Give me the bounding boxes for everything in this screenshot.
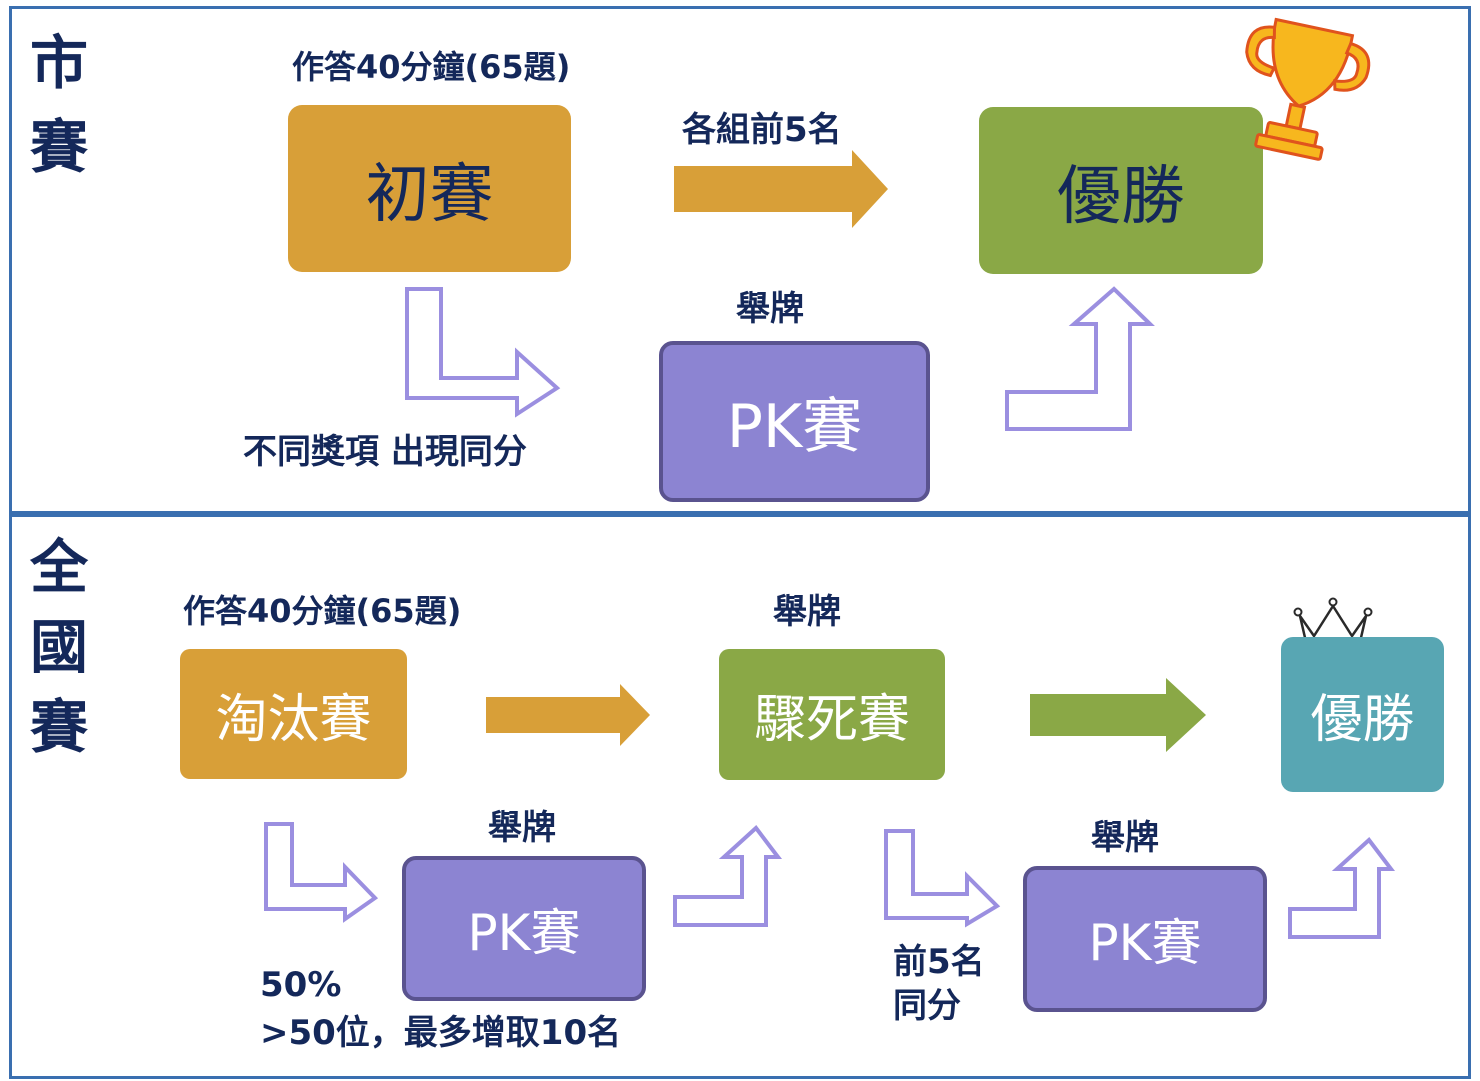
sudden-death-box: 驟死賽 bbox=[719, 649, 945, 780]
national-raise-label-1: 舉牌 bbox=[488, 808, 556, 848]
city-title: 市 賽 bbox=[30, 34, 88, 176]
city-title-char: 賽 bbox=[30, 113, 89, 181]
national-win-label: 優勝 bbox=[1310, 690, 1415, 750]
outline-arrow-up-right bbox=[1005, 286, 1155, 431]
pk-label-2: PK賽 bbox=[1088, 914, 1202, 972]
quota-note-line1: 50% bbox=[260, 965, 342, 1005]
national-title-char: 賽 bbox=[30, 693, 89, 761]
arrow-sudden-to-win bbox=[1030, 678, 1206, 752]
win-label: 優勝 bbox=[1057, 159, 1185, 234]
tie-label: 不同獎項 出現同分 bbox=[243, 432, 527, 472]
national-raise-label-2: 舉牌 bbox=[1091, 818, 1159, 858]
city-title-char: 市 bbox=[30, 29, 89, 97]
sudden-death-label: 驟死賽 bbox=[753, 690, 910, 750]
national-title: 全 國 賽 bbox=[30, 538, 88, 756]
arrow-elim-to-sudden bbox=[486, 684, 650, 746]
national-win-box: 優勝 bbox=[1281, 637, 1444, 792]
national-time-label: 作答40分鐘(65題) bbox=[183, 592, 462, 630]
top5-tie-note: 前5名 同分 bbox=[893, 940, 985, 1028]
elim-box: 淘汰賽 bbox=[180, 649, 407, 779]
prelim-box: 初賽 bbox=[288, 105, 571, 272]
trophy-icon bbox=[1245, 17, 1371, 161]
pk-box-2: PK賽 bbox=[1023, 866, 1267, 1012]
national-raise-label-top: 舉牌 bbox=[773, 592, 841, 632]
top5-tie-line2: 同分 bbox=[893, 986, 961, 1027]
top5-tie-line1: 前5名 bbox=[893, 942, 985, 982]
pk-label: PK賽 bbox=[726, 392, 863, 462]
national-title-char: 全 bbox=[30, 533, 89, 601]
outline-arrow-down-right-1 bbox=[264, 822, 379, 923]
elim-label: 淘汰賽 bbox=[215, 689, 372, 750]
raise-label: 舉牌 bbox=[736, 289, 804, 329]
city-time-label: 作答40分鐘(65題) bbox=[292, 48, 571, 86]
prelim-label: 初賽 bbox=[365, 157, 494, 232]
advance-label: 各組前5名 bbox=[682, 110, 842, 150]
national-title-char: 國 bbox=[30, 613, 89, 681]
pk-box-1: PK賽 bbox=[402, 856, 646, 1001]
outline-arrow-down-right bbox=[405, 287, 561, 418]
outline-arrow-up-right-2 bbox=[1288, 837, 1396, 939]
quota-note: 50% >50位，最多增取10名 bbox=[260, 962, 621, 1057]
win-box: 優勝 bbox=[979, 107, 1263, 274]
pk-label-1: PK賽 bbox=[467, 903, 581, 962]
outline-arrow-down-right-2 bbox=[884, 829, 1001, 928]
outline-arrow-up-right-1 bbox=[673, 825, 783, 927]
pk-box: PK賽 bbox=[659, 341, 930, 502]
arrow-prelim-to-win bbox=[674, 150, 888, 228]
quota-note-line2: >50位，最多增取10名 bbox=[260, 1012, 622, 1053]
